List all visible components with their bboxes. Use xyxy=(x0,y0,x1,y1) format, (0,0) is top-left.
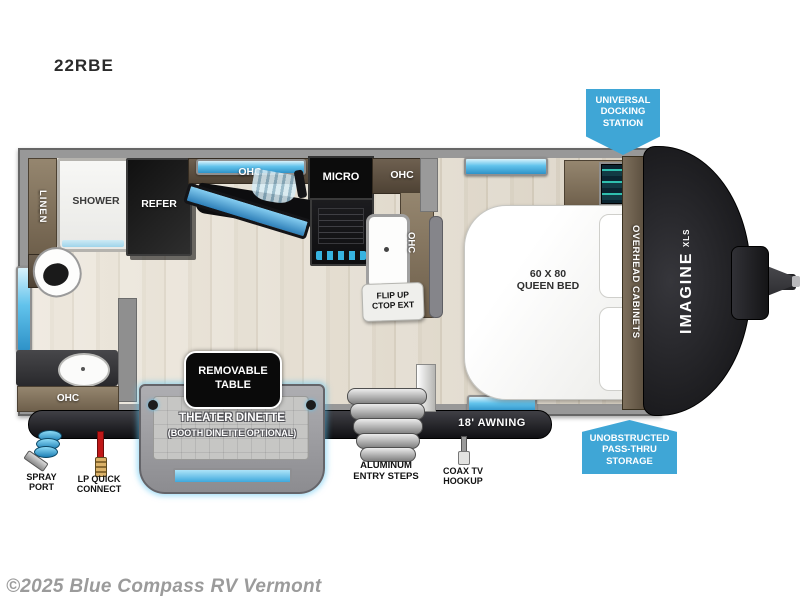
bedroom-half-wall xyxy=(429,216,443,318)
awning-label: 18' AWNING xyxy=(458,417,526,429)
refer-label: REFER xyxy=(141,198,177,210)
dinette-optional-label: (BOOTH DINETTE OPTIONAL) xyxy=(167,428,297,438)
shower-glass xyxy=(62,240,124,247)
propane-tank-cover xyxy=(731,246,769,320)
removable-table-line2: TABLE xyxy=(215,378,251,391)
lp-label-line1: LP QUICK xyxy=(77,474,121,484)
hose-coil xyxy=(34,446,58,458)
entry-step xyxy=(360,447,416,462)
lp-label-line2: CONNECT xyxy=(76,484,122,495)
lp-brass-tip xyxy=(95,457,107,477)
vanity-faucet xyxy=(81,367,85,371)
spray-port-label-line1: SPRAY xyxy=(26,472,57,482)
removable-table-badge: REMOVABLE TABLE xyxy=(184,351,282,409)
dinette-label: THEATER DINETTE xyxy=(179,412,285,424)
dinette-cupholder-left xyxy=(148,400,158,410)
dealer-watermark: ©2025 Blue Compass RV Vermont xyxy=(6,576,322,597)
linen-label: LINEN xyxy=(37,190,48,224)
lp-hose xyxy=(97,431,104,460)
flip-up-label-line2: CTOP EXT xyxy=(371,299,415,311)
docking-station-callout: UNIVERSAL DOCKING STATION xyxy=(586,89,660,155)
docking-line3: STATION xyxy=(602,117,644,129)
bath-ohc-label: OHC xyxy=(56,393,80,404)
overhead-cabinets-label: OVERHEAD CABINETS xyxy=(630,225,641,339)
storage-line1: UNOBSTRUCTED xyxy=(589,433,670,444)
removable-table-line1: REMOVABLE xyxy=(198,365,268,377)
coax-plug xyxy=(458,436,470,465)
stove-grill-lines xyxy=(318,208,364,244)
range-stove xyxy=(310,198,374,266)
kitchen-window xyxy=(196,159,306,175)
kitchen-bedroom-wall-stub xyxy=(420,158,438,212)
shower-stall: SHOWER xyxy=(57,158,135,252)
model-number: 22RBE xyxy=(54,56,114,75)
kitchen-faucet xyxy=(384,247,389,252)
toilet-seat-opening xyxy=(39,259,73,290)
spray-port-label-line2: PORT xyxy=(28,482,54,493)
bath-overhead-cabinet: OHC xyxy=(17,386,119,412)
kitchen-ohc-vertical-label: OHC xyxy=(405,232,417,254)
kitchen-ohc-right-label: OHC xyxy=(390,169,414,181)
steps-label-line1: ALUMINUM xyxy=(360,460,412,471)
pass-thru-storage-callout: UNOBSTRUCTED PASS-THRU STORAGE xyxy=(582,420,677,474)
coax-tip xyxy=(458,451,470,465)
shower-label: SHOWER xyxy=(72,195,120,207)
bedroom-window-top xyxy=(464,157,548,176)
coax-label-line1: COAX TV xyxy=(442,466,483,476)
bed-size-label: 60 x 80 xyxy=(529,268,567,280)
storage-line3: STORAGE xyxy=(606,455,653,467)
flip-up-ctop-tag: FLIP UP CTOP EXT xyxy=(361,281,425,323)
hitch-coupler-tip xyxy=(792,276,800,287)
linen-cabinet: LINEN xyxy=(28,158,57,256)
front-cap-logo: IMAGINE XLS xyxy=(678,201,696,361)
vanity-sink xyxy=(58,353,110,387)
microwave: MICRO xyxy=(308,156,374,200)
logo-xls: XLS xyxy=(682,228,691,247)
refrigerator: REFER xyxy=(126,158,192,256)
coax-label-line2: HOOKUP xyxy=(443,476,483,487)
micro-label: MICRO xyxy=(322,171,360,183)
dinette-cushion xyxy=(153,396,309,460)
bathroom-wall xyxy=(118,298,137,402)
steps-label-line2: ENTRY STEPS xyxy=(353,470,419,482)
dinette-cupholder-right xyxy=(306,400,316,410)
storage-line2: PASS-THRU xyxy=(602,444,657,456)
logo-imagine: IMAGINE xyxy=(678,251,695,334)
queen-bed: 60 x 80 QUEEN BED xyxy=(464,205,646,400)
dinette-step-light xyxy=(173,468,292,484)
stove-knobs xyxy=(316,251,366,260)
kitchen-ohc-vertical: OHC xyxy=(403,212,419,274)
bed-type-label: QUEEN BED xyxy=(516,280,580,293)
docking-line1: UNIVERSAL xyxy=(595,95,651,106)
spray-port-hose xyxy=(23,430,68,476)
docking-line2: DOCKING xyxy=(600,106,646,118)
lp-quick-connect-fitting xyxy=(94,431,107,477)
